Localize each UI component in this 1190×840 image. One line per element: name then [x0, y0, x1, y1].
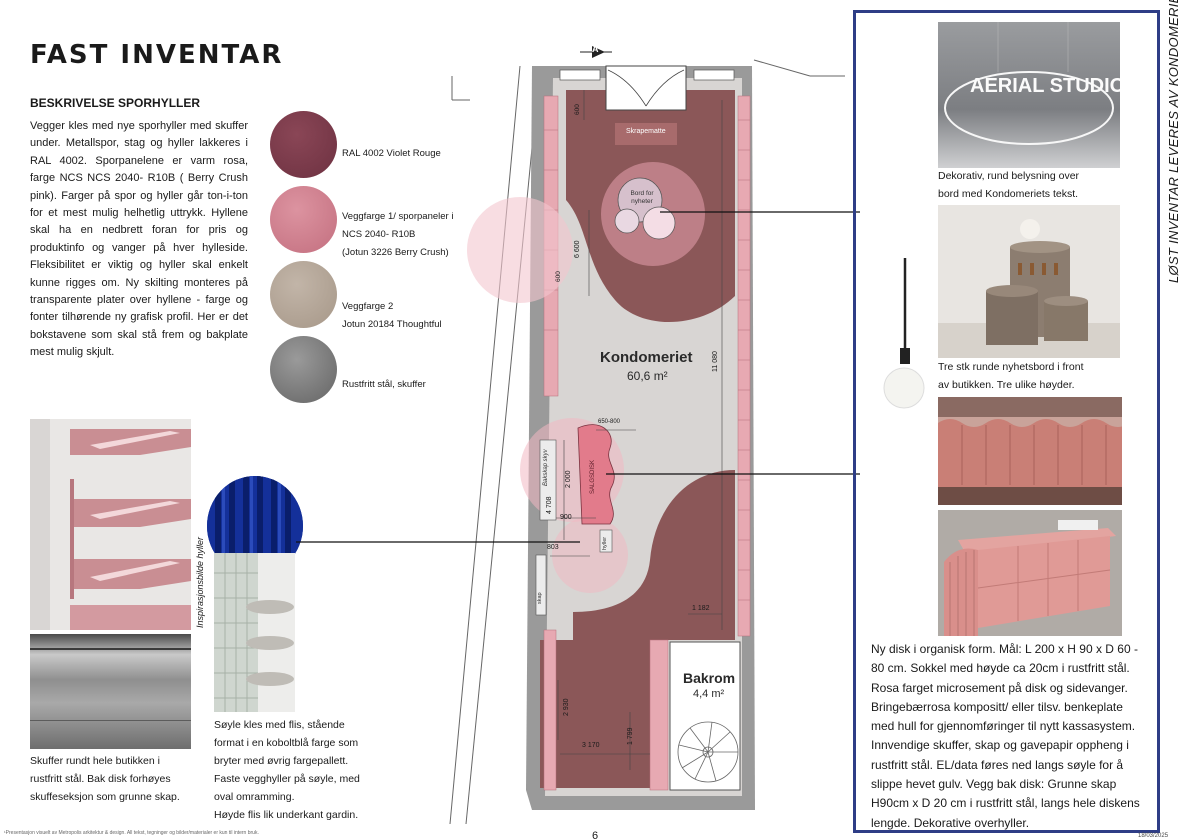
news-tables-image: [938, 205, 1120, 358]
column-caption: Søyle kles med flis, stående format i en…: [214, 719, 360, 821]
swatch-label-4: Rustfritt stål, skuffer: [342, 379, 426, 390]
cabinet-label: skap: [537, 592, 543, 604]
swatch-steel: [270, 336, 337, 403]
column-shelves-image: [214, 553, 295, 712]
swatch-label-1: RAL 4002 Violet Rouge: [342, 148, 441, 159]
tables-caption: Tre stk runde nyhetsbord i front av buti…: [938, 361, 1084, 391]
description-text: Vegger kles med nye sporhyller med skuff…: [30, 120, 248, 359]
swatch-violet-rouge: [270, 111, 337, 178]
section-subtitle: BESKRIVELSE SPORHYLLER: [30, 96, 201, 110]
drawers-image: [30, 634, 191, 749]
inspiration-vertical-label: Inspirasjonsbilde hyller: [195, 536, 205, 628]
dim-900: 900: [560, 514, 572, 521]
store-area: 60,6 m²: [627, 369, 668, 383]
dim-1182: 1 182: [692, 605, 710, 612]
wavy-desk-image: [938, 397, 1122, 505]
store-name: Kondomeriet: [600, 349, 693, 366]
floor-plan: [296, 46, 860, 825]
section-marker-label: A: [592, 44, 599, 54]
dim-803: 803: [547, 544, 559, 551]
dim-600-a: 600: [574, 104, 581, 115]
shelves-inspiration-image: [30, 419, 191, 630]
swatch-thoughtful: [270, 261, 337, 328]
dim-6600: 6 600: [574, 240, 581, 258]
door-mat-label: Skrapematte: [626, 128, 666, 135]
shelf-label: hyller: [602, 536, 608, 550]
dim-1799: 1 799: [627, 727, 634, 745]
dim-2000: 2 000: [565, 470, 572, 488]
footer-note: ¹Presentasjon visuelt av Metropolis arki…: [4, 830, 259, 836]
loose-furniture-panel: [853, 10, 1160, 833]
dim-3170: 3 170: [582, 742, 600, 749]
light-caption: Dekorativ, rund belysning over bord med …: [938, 170, 1080, 200]
page-number: 6: [592, 830, 599, 840]
backwall-label: Bakskap skyv: [543, 449, 549, 486]
back-room-area: 4,4 m²: [693, 688, 725, 700]
desk-label: SALGSDISK: [590, 459, 596, 494]
dim-11080: 11 080: [712, 351, 719, 372]
pink-counter-image: [938, 510, 1122, 636]
swatch-label-3: Veggfarge 2 Jotun 20184 Thoughtful: [342, 301, 442, 330]
news-table-label: Bord for nyheter: [630, 190, 654, 205]
dim-2930: 2 930: [563, 698, 570, 716]
desk-caption: Ny disk i organisk form. Mål: L 200 x H …: [871, 642, 1140, 830]
dim-650-800: 650-800: [598, 419, 621, 425]
dim-600-b: 600: [555, 271, 562, 282]
swatch-berry-crush: [270, 186, 337, 253]
panel-vertical-title: LØST INVENTAR LEVERES AV KONDOMERIET: [1166, 0, 1181, 283]
neon-text: AERIAL STUDIO: [970, 75, 1120, 97]
pendant-lamp-image: [883, 258, 925, 409]
back-room-label: Bakrom: [683, 670, 736, 686]
drawers-caption: Skuffer rundt hele butikken i rustfritt …: [30, 755, 180, 803]
page-date: 18/03/2025: [1138, 833, 1169, 839]
page-title: FAST INVENTAR: [30, 40, 284, 70]
swatch-label-2: Veggfarge 1/ sporpaneler i NCS 2040- R10…: [342, 211, 454, 258]
neon-ring-image: AERIAL STUDIO: [938, 22, 1120, 168]
dim-4708: 4 708: [546, 496, 553, 514]
